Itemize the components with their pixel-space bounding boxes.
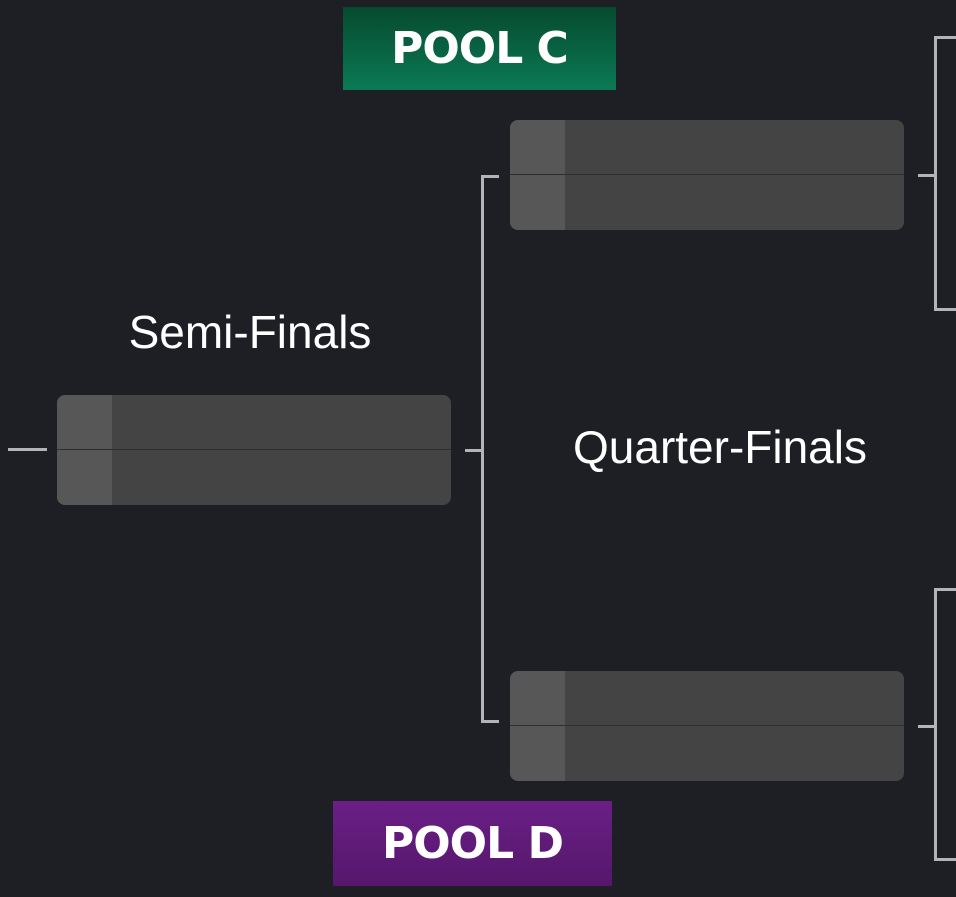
connector-line — [934, 588, 937, 861]
connector-line — [481, 720, 499, 723]
pool-c-banner: POOL C — [343, 7, 616, 90]
pool-d-banner: POOL D — [333, 801, 612, 886]
quarter-finals-heading: Quarter-Finals — [573, 421, 867, 473]
connector-line — [934, 36, 956, 39]
match-divider — [510, 174, 904, 175]
quarter-final-match-bottom[interactable] — [510, 671, 904, 781]
connector-line — [934, 36, 937, 311]
match-divider — [510, 725, 904, 726]
connector-line — [918, 174, 935, 177]
quarter-final-match-top[interactable] — [510, 120, 904, 230]
connector-line — [918, 725, 935, 728]
connector-line — [481, 175, 484, 723]
seed-column — [510, 120, 565, 230]
connector-line — [481, 175, 499, 178]
connector-line — [465, 449, 482, 452]
semi-finals-heading: Semi-Finals — [128, 306, 372, 358]
match-divider — [57, 449, 451, 450]
pool-d-label: POOL D — [382, 818, 564, 869]
semi-final-match[interactable] — [57, 395, 451, 505]
connector-line — [934, 308, 956, 311]
seed-column — [57, 395, 112, 505]
seed-column — [510, 671, 565, 781]
connector-line — [934, 588, 956, 591]
connector-line — [8, 448, 47, 451]
pool-c-label: POOL C — [391, 23, 569, 74]
connector-line — [934, 858, 956, 861]
